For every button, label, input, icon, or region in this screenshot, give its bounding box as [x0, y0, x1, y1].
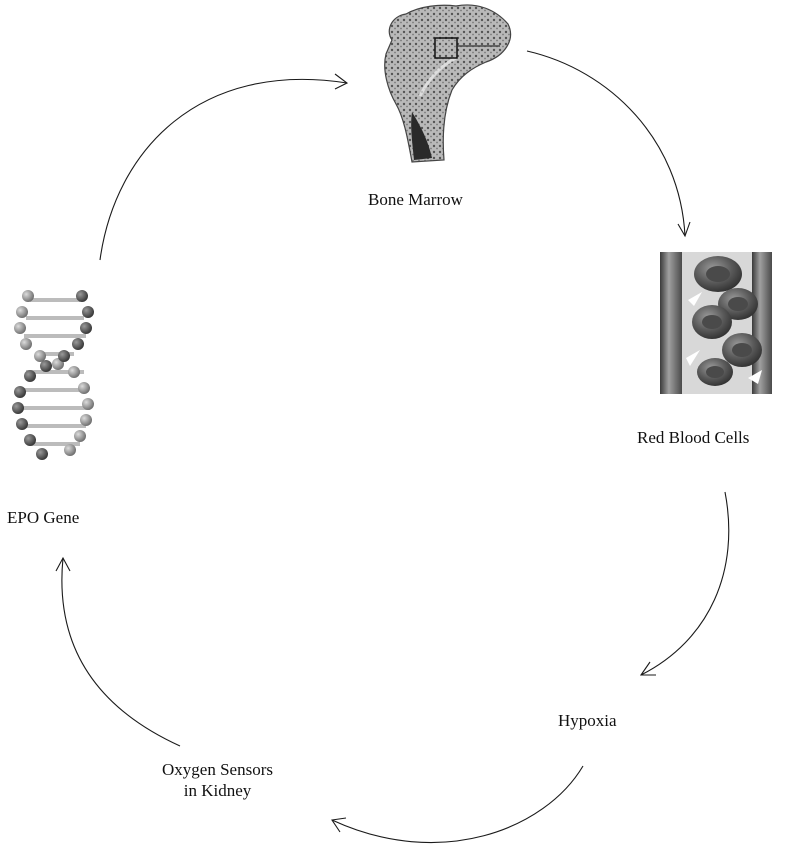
- epo-gene-label: EPO Gene: [7, 508, 80, 527]
- cycle-arrows: [55, 50, 730, 843]
- red-blood-cells-label: Red Blood Cells: [637, 428, 750, 447]
- oxygen-sensors-label: Oxygen Sensors in Kidney: [162, 759, 273, 801]
- oxygen-sensors-label-line1: Oxygen Sensors: [162, 760, 273, 779]
- bone-marrow-illustration: [384, 4, 512, 163]
- bone-marrow-label: Bone Marrow: [368, 190, 463, 209]
- dna-illustration: [12, 290, 94, 460]
- arrow-rbc-to-hypoxia-head: [639, 661, 656, 676]
- arrow-hypoxia-to-oxygen-head: [331, 817, 347, 833]
- arrow-oxygen-to-epo-head: [55, 556, 71, 572]
- arrow-epo-to-bone-head: [334, 73, 349, 90]
- arrow-epo-to-bone: [99, 78, 348, 261]
- arrow-rbc-to-hypoxia: [640, 491, 730, 676]
- red-blood-cells-illustration: [660, 252, 772, 394]
- arrow-bone-to-rbc-head: [677, 221, 691, 238]
- arrow-hypoxia-to-oxygen: [331, 765, 584, 843]
- arrow-bone-to-rbc: [526, 50, 686, 237]
- hypoxia-label: Hypoxia: [558, 711, 617, 730]
- arrow-oxygen-to-epo: [61, 557, 181, 747]
- oxygen-sensors-label-line2: in Kidney: [183, 781, 252, 800]
